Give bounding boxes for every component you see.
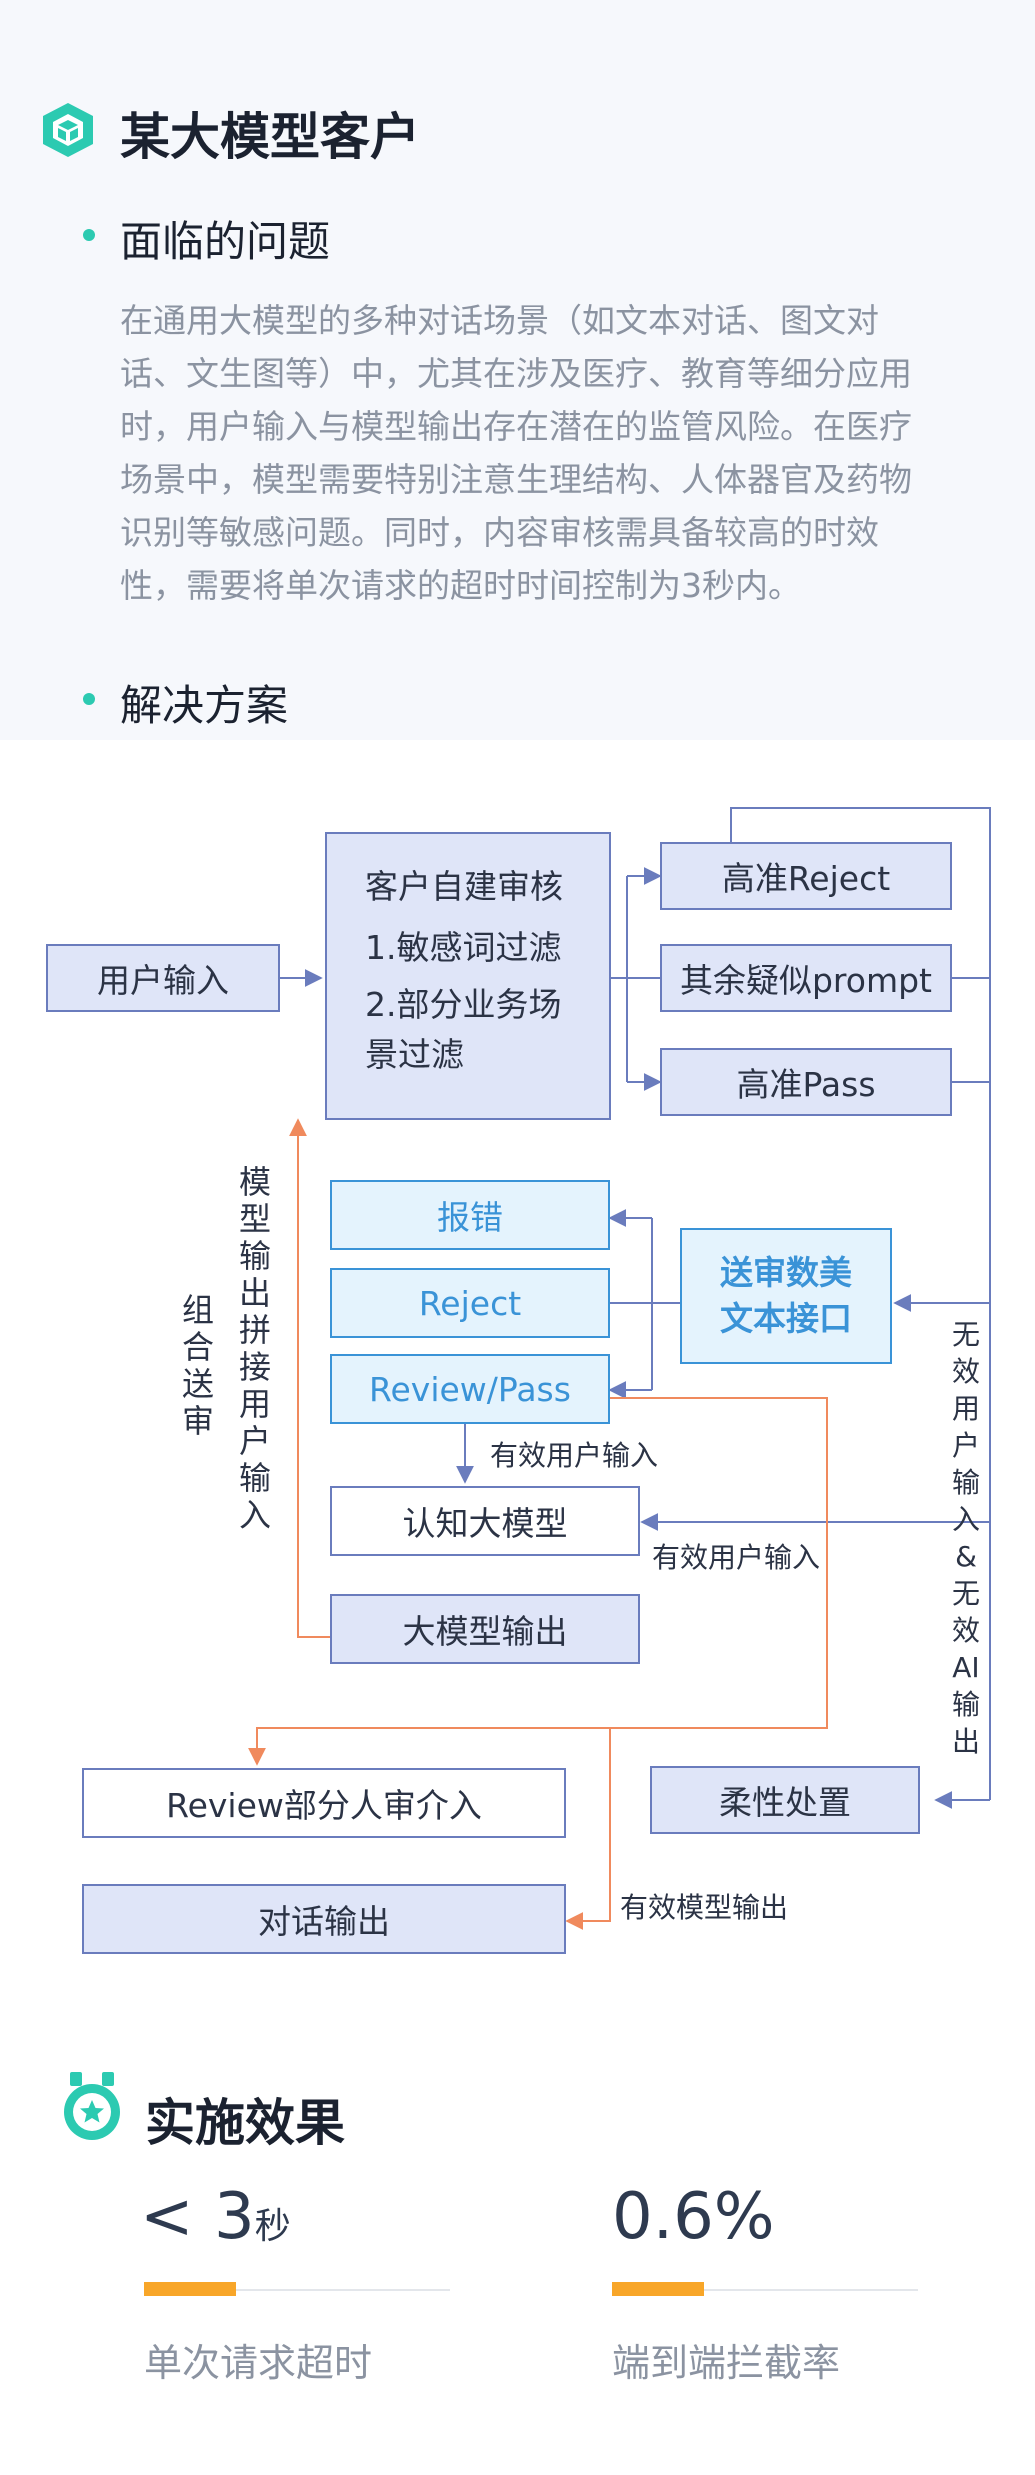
audit-title: 客户自建审核: [365, 867, 563, 906]
model-output-node: 大模型输出: [330, 1594, 640, 1664]
top-background: [0, 0, 1035, 740]
problem-line: 场景中，模型需要特别注意生理结构、人体器官及药物: [120, 460, 912, 499]
edge-label-vertical: 无效用户输入&无效AI输出: [951, 1318, 980, 1758]
edge-label-vertical: 模型输出拼接用户输入: [238, 1163, 271, 1534]
bullet-dot: [83, 693, 95, 705]
audit-item: 1.敏感词过滤: [365, 928, 562, 967]
other-prompt-node: 其余疑似prompt: [660, 944, 952, 1012]
api-label: 文本接口: [720, 1299, 852, 1338]
high-reject-node: 高准Reject: [660, 842, 952, 910]
metric-value: 0.6%: [612, 2180, 775, 2254]
review-human-node: Review部分人审介入: [82, 1768, 566, 1838]
audit-item: 2.部分业务场: [365, 985, 562, 1024]
metric-bar-fill: [612, 2282, 704, 2296]
metric-unit: 秒: [254, 2206, 291, 2247]
reject-node: Reject: [330, 1268, 610, 1338]
metric-value: < 3秒: [140, 2180, 291, 2254]
metric-label: 端到端拦截率: [612, 2341, 841, 2385]
metric-bar-fill: [144, 2282, 236, 2296]
solution-heading: 解决方案: [120, 681, 289, 730]
metric-prefix: <: [140, 2180, 214, 2254]
problem-line: 在通用大模型的多种对话场景（如文本对话、图文对: [120, 301, 879, 340]
audit-node: 客户自建审核 1.敏感词过滤 2.部分业务场 景过滤: [325, 832, 611, 1120]
metric-bar-track: [612, 2289, 918, 2291]
problem-line: 识别等敏感问题。同时，内容审核需具备较高的时效: [120, 513, 879, 552]
high-pass-node: 高准Pass: [660, 1048, 952, 1116]
review-pass-node: Review/Pass: [330, 1354, 610, 1424]
metric-label: 单次请求超时: [144, 2341, 373, 2385]
metric-bar-track: [144, 2289, 450, 2291]
user-input-node: 用户输入: [46, 944, 280, 1012]
flow-connectors: [248, 807, 991, 1930]
problem-line: 话、文生图等）中，尤其在涉及医疗、教育等细分应用: [120, 354, 912, 393]
edge-label: 有效用户输入: [652, 1541, 821, 1574]
audit-item: 景过滤: [365, 1035, 464, 1074]
page-title: 某大模型客户: [120, 108, 420, 166]
badge-star-icon: [64, 2072, 120, 2140]
problem-text: 在通用大模型的多种对话场景（如文本对话、图文对 话、文生图等）中，尤其在涉及医疗…: [120, 294, 1000, 612]
cube-icon: [43, 103, 93, 157]
error-node: 报错: [330, 1180, 610, 1250]
edge-label: 有效用户输入: [490, 1439, 659, 1472]
problem-heading: 面临的问题: [120, 217, 331, 266]
metric-number: 3: [213, 2180, 255, 2254]
problem-line: 性，需要将单次请求的超时时间控制为3秒内。: [120, 566, 801, 605]
edge-label: 有效模型输出: [620, 1891, 789, 1924]
api-node: 送审数美 文本接口: [680, 1228, 892, 1364]
cognitive-model-node: 认知大模型: [330, 1486, 640, 1556]
edge-label-vertical: 组合送审: [181, 1291, 214, 1440]
flexible-handling-node: 柔性处置: [650, 1766, 920, 1834]
api-label: 送审数美: [720, 1253, 852, 1292]
metric-number: 0.6%: [612, 2180, 775, 2254]
problem-line: 时，用户输入与模型输出存在潜在的监管风险。在医疗: [120, 407, 912, 446]
results-heading: 实施效果: [145, 2094, 345, 2152]
bullet-dot: [83, 229, 95, 241]
dialog-output-node: 对话输出: [82, 1884, 566, 1954]
